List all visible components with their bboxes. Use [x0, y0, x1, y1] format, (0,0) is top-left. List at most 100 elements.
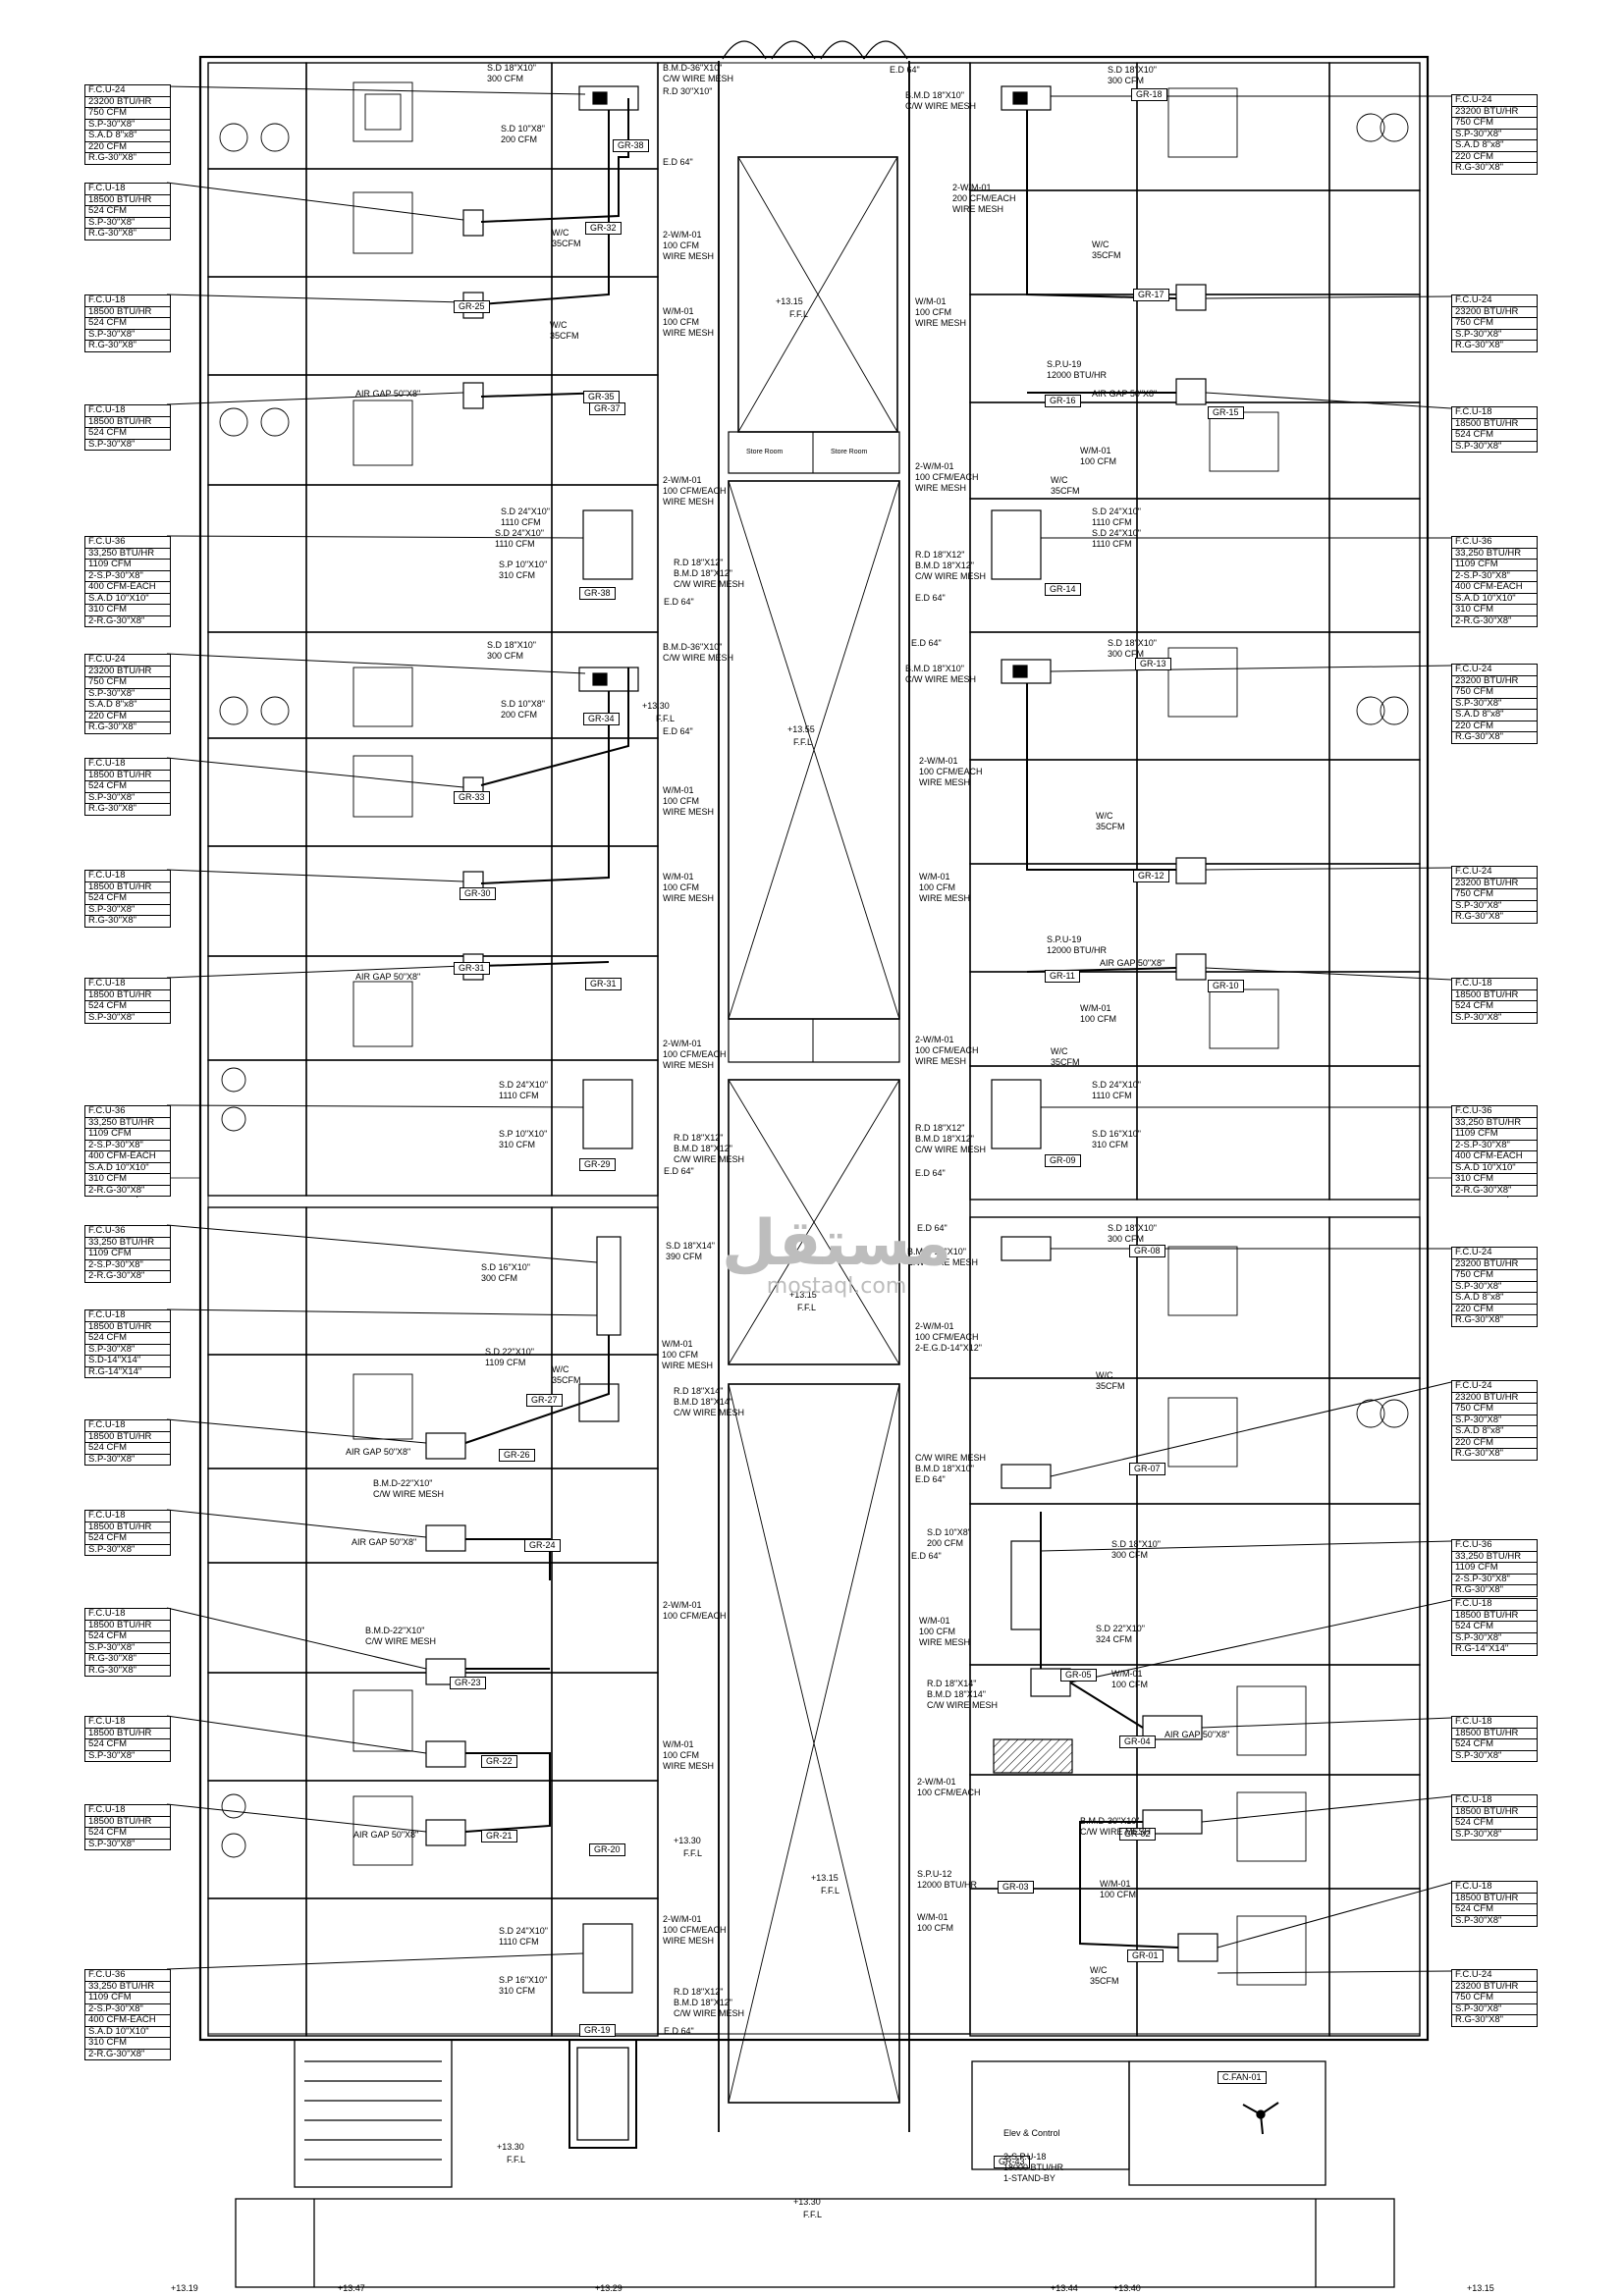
duct-annotation: W/C: [552, 1364, 569, 1374]
duct-annotation: Elev & Control: [1003, 2128, 1060, 2138]
duct-annotation: R.D 18"X14": [927, 1679, 977, 1688]
fcu-tag-line: F.C.U-24: [1452, 95, 1537, 107]
fcu-tag-line: 18500 BTU/HR: [1452, 419, 1537, 430]
fcu-tag-line: 524 CFM: [85, 318, 170, 330]
fcu-tag-line: 400 CFM-EACH: [85, 582, 170, 594]
duct-annotation: C/W WIRE MESH: [915, 571, 986, 581]
duct-annotation: WIRE MESH: [663, 251, 715, 261]
duct-annotation: WIRE MESH: [662, 1361, 714, 1370]
watermark: مستقل mostaql.com: [722, 1207, 951, 1299]
duct-annotation: W/C: [1096, 811, 1113, 821]
grille-tag: GR-16: [1045, 395, 1081, 407]
grille-tag: GR-29: [579, 1158, 616, 1171]
duct-annotation: S.D 22"X10": [485, 1347, 534, 1357]
fcu-tag-line: 524 CFM: [1452, 430, 1537, 442]
grille-tag: GR-38: [613, 139, 649, 152]
duct-annotation: C/W WIRE MESH: [674, 2008, 744, 2018]
duct-annotation: S.D 24"X10": [499, 1926, 548, 1936]
duct-annotation: 12000 BTU/HR: [1047, 370, 1108, 380]
duct-annotation: WIRE MESH: [919, 777, 971, 787]
fcu-tag-line: 310 CFM: [85, 605, 170, 616]
fcu-tag-line: R.G-30"X8": [1455, 341, 1503, 350]
duct-annotation: 100 CFM: [663, 240, 700, 250]
fcu-tag-line: 400 CFM-EACH: [1452, 1151, 1537, 1163]
level-marker: F.F.L: [656, 714, 676, 723]
fcu-tag-line: F.C.U-18: [1452, 979, 1537, 990]
level-marker: +13.44: [1051, 2283, 1078, 2293]
fcu-tag-line: 1109 CFM: [1452, 1129, 1537, 1141]
grille-tag: GR-25: [454, 300, 490, 313]
duct-annotation: B.M.D-22"X10": [373, 1478, 433, 1488]
fcu-tag-line: 524 CFM: [85, 1443, 170, 1455]
duct-annotation: C/W WIRE MESH: [674, 1154, 744, 1164]
fcu-tag-line: 18500 BTU/HR: [85, 1522, 170, 1533]
duct-annotation: 100 CFM/EACH: [915, 472, 979, 482]
duct-annotation: 1110 CFM: [1092, 1091, 1132, 1100]
fcu-tag-line: R.G-30"X8": [88, 916, 136, 926]
fcu-tag-line: F.C.U-36: [85, 1970, 170, 1982]
fcu-tag-line: 18500 BTU/HR: [85, 1729, 170, 1739]
fcu-tag-line: S.P-30"X8": [85, 1345, 170, 1356]
duct-annotation: S.D 18"X10": [487, 640, 536, 650]
fcu-tag-line: F.C.U-24: [1452, 1248, 1537, 1259]
duct-annotation: S.D 18"X10": [487, 63, 536, 73]
fcu-tag-line: 524 CFM: [85, 1001, 170, 1013]
duct-annotation: 2-W/M-01: [919, 756, 958, 766]
fcu-tag-line: S.P-30"X8": [1452, 2004, 1537, 2015]
duct-annotation: B.M.D-36"X10": [663, 642, 723, 652]
fcu-tag-line: 750 CFM: [1452, 318, 1537, 330]
duct-annotation: 35CFM: [1092, 250, 1121, 260]
fcu-tag-line: 524 CFM: [1452, 1739, 1537, 1751]
duct-annotation: 100 CFM/EACH: [663, 1049, 727, 1059]
duct-annotation: W/C: [1092, 240, 1110, 249]
fcu-tag-line: S.P-30"X8": [1455, 1915, 1502, 1926]
duct-annotation: AIR GAP 50"X8": [1100, 958, 1165, 968]
level-marker: +13.30: [642, 701, 670, 711]
fcu-tag-line: 524 CFM: [85, 1828, 170, 1840]
duct-annotation: B.M.D 18"X12": [674, 1144, 732, 1153]
fcu-tag-line: 1109 CFM: [85, 1993, 170, 2004]
fcu-tag-line: 2-S.P-30"X8": [85, 571, 170, 582]
duct-annotation: WIRE MESH: [663, 1936, 715, 1946]
grille-tag: GR-32: [585, 222, 622, 235]
duct-annotation: 35CFM: [1096, 822, 1125, 831]
fcu-tag-line: F.C.U-18: [1452, 1599, 1537, 1611]
fcu-tag-line: 33,250 BTU/HR: [85, 1118, 170, 1129]
fcu-tag-line: R.G-30"X8": [1455, 1315, 1503, 1325]
duct-annotation: C/W WIRE MESH: [674, 579, 744, 589]
fcu-tag-line: 220 CFM: [1452, 152, 1537, 163]
grille-tag: GR-31: [585, 978, 622, 990]
bottom-core: [235, 2039, 1395, 2288]
fcu-tag-line: 2-R.G-30"X8": [1455, 615, 1512, 626]
duct-annotation: 35CFM: [1051, 1057, 1080, 1067]
fcu-tag-line: S.A.D 10"X10": [85, 594, 170, 605]
fcu-tag-line: 23200 BTU/HR: [85, 97, 170, 108]
duct-annotation: W/M-01: [1080, 1003, 1111, 1013]
duct-annotation: 100 CFM/EACH: [919, 767, 983, 776]
duct-annotation: 100 CFM/EACH: [915, 1332, 979, 1342]
duct-annotation: B.M.D 18"X12": [915, 1134, 974, 1144]
fcu-tag-line: 524 CFM: [85, 1333, 170, 1345]
fcu-tag-line: F.C.U-18: [1452, 407, 1537, 419]
duct-annotation: S.D 24"X10": [499, 1080, 548, 1090]
duct-annotation: E.D 64": [917, 1223, 947, 1233]
duct-annotation: 12000 BTU/HR: [1047, 945, 1108, 955]
grille-tag: GR-09: [1045, 1154, 1081, 1167]
duct-annotation: 100 CFM/EACH: [663, 1611, 727, 1621]
fcu-tag-line: F.C.U-36: [1452, 1540, 1537, 1552]
fcu-tag-line: 2-R.G-30"X8": [1455, 1185, 1512, 1196]
duct-annotation: B.M.D 18"X14": [674, 1397, 732, 1407]
duct-annotation: W/M-01: [919, 872, 950, 881]
duct-annotation: C/W WIRE MESH: [663, 653, 733, 663]
duct-annotation: R.D 18"X12": [674, 558, 724, 567]
duct-annotation: AIR GAP 50"X8": [353, 1830, 419, 1840]
duct-annotation: B.M.D-30"X10": [1080, 1816, 1140, 1826]
grille-tag: GR-24: [524, 1539, 561, 1552]
fcu-tag-line: 18500 BTU/HR: [85, 771, 170, 781]
duct-annotation: E.D 64": [911, 638, 942, 648]
fcu-tag-line: 524 CFM: [85, 1533, 170, 1545]
